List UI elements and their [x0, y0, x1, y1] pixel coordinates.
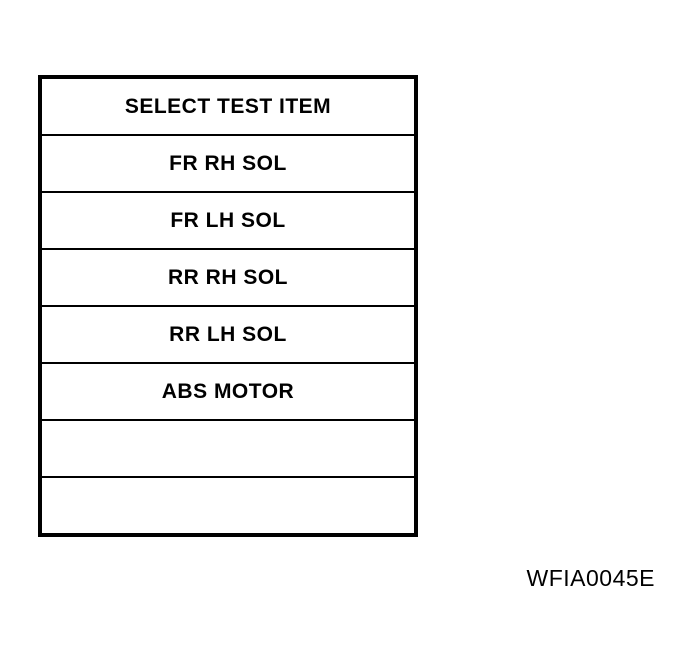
- menu-item-fr-rh-sol[interactable]: FR RH SOL: [42, 136, 414, 193]
- menu-item-empty-2: [42, 478, 414, 533]
- figure-code: WFIA0045E: [526, 565, 655, 591]
- menu-item-rr-rh-sol[interactable]: RR RH SOL: [42, 250, 414, 307]
- menu-item-rr-lh-sol[interactable]: RR LH SOL: [42, 307, 414, 364]
- menu-item-empty-1: [42, 421, 414, 478]
- menu-header-select-test-item: SELECT TEST ITEM: [42, 79, 414, 136]
- select-test-item-menu: SELECT TEST ITEM FR RH SOL FR LH SOL RR …: [38, 75, 418, 537]
- menu-item-fr-lh-sol[interactable]: FR LH SOL: [42, 193, 414, 250]
- menu-item-abs-motor[interactable]: ABS MOTOR: [42, 364, 414, 421]
